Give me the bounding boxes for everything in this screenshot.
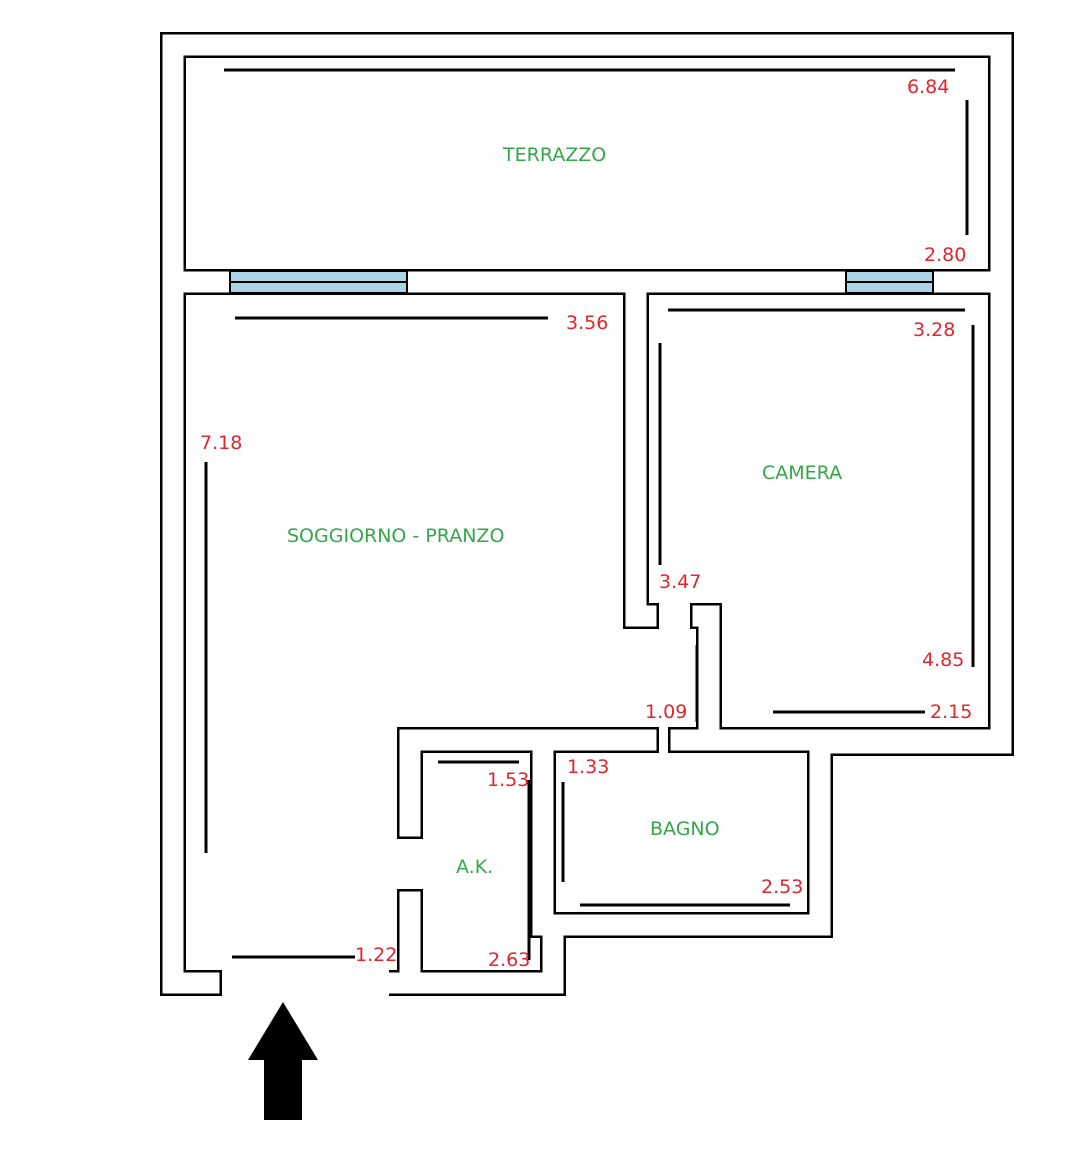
- arrow-up-icon: [248, 1002, 318, 1120]
- dim-soggiorno-depth: 7.18: [200, 432, 243, 454]
- dim-ak-width: 1.53: [487, 769, 530, 791]
- room-label-terrazzo: TERRAZZO: [503, 144, 607, 166]
- room-label-soggiorno: SOGGIORNO - PRANZO: [287, 525, 505, 547]
- room-label-ak: A.K.: [456, 856, 494, 878]
- dim-bagno-width: 2.53: [761, 876, 804, 898]
- dim-camera-left: 3.47: [659, 571, 702, 593]
- dim-terrazzo-depth: 2.80: [924, 244, 967, 266]
- dim-camera-width: 3.28: [913, 319, 956, 341]
- dim-camera-depth: 4.85: [922, 649, 965, 671]
- wall-outlines: [160, 32, 1014, 996]
- window-right: [845, 270, 934, 294]
- window-left: [229, 270, 408, 294]
- dim-terrazzo-width: 6.84: [907, 76, 950, 98]
- dim-corridor: 1.09: [645, 701, 688, 723]
- room-label-bagno: BAGNO: [650, 818, 720, 840]
- dim-bagno-depth: 1.33: [567, 756, 610, 778]
- dim-ak-depth: 2.63: [488, 949, 531, 971]
- wall-fill: [162, 34, 1012, 994]
- dimension-lines: [204, 68, 975, 960]
- dim-camera-bottom: 2.15: [930, 701, 973, 723]
- room-label-camera: CAMERA: [762, 462, 843, 484]
- dim-soggiorno-width: 3.56: [566, 312, 609, 334]
- dim-entrance: 1.22: [355, 944, 398, 966]
